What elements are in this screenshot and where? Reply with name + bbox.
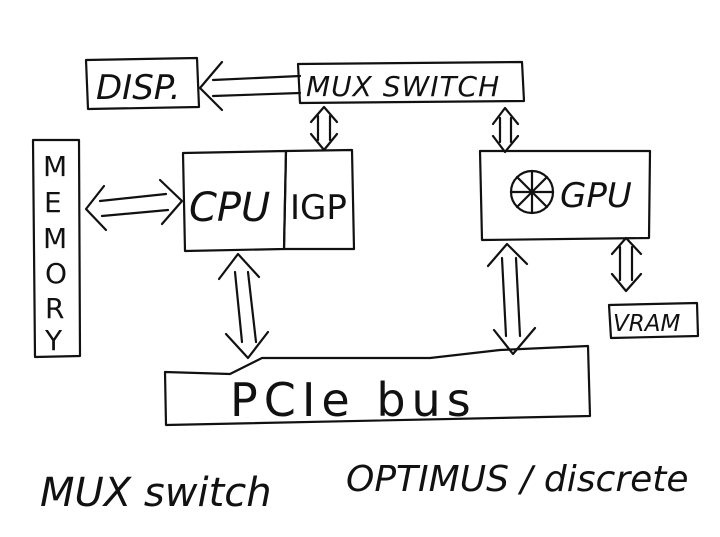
mux-switch-node: MUX SWITCH	[296, 60, 526, 105]
display-node: DISP.	[84, 56, 201, 111]
caption-mux-switch: MUX switch	[40, 470, 272, 516]
arrow-mux-to-display	[198, 60, 302, 112]
memory-letter: E	[44, 186, 62, 219]
memory-letter: M	[43, 150, 67, 183]
fan-wheel-icon	[509, 169, 555, 215]
memory-node: M E M O R Y	[31, 138, 82, 359]
arrow-gpu-vram	[610, 236, 643, 293]
mux-switch-label: MUX SWITCH	[306, 70, 500, 103]
pcie-bus-node: PCIe bus	[163, 344, 592, 427]
memory-letter: Y	[44, 324, 63, 357]
arrow-gpu-pcie	[486, 242, 537, 356]
cpu-label: CPU	[189, 185, 270, 231]
memory-letter: M	[43, 222, 67, 255]
memory-letter: R	[45, 292, 64, 325]
arrow-mux-gpu	[491, 106, 520, 154]
vram-label: VRAM	[613, 311, 680, 337]
arrow-memory-cpu	[84, 178, 184, 232]
caption-optimus-discrete: OPTIMUS / discrete	[346, 459, 689, 500]
gpu-label: GPU	[560, 176, 632, 216]
cpu-node: CPU	[181, 149, 288, 253]
display-label: DISP.	[96, 68, 180, 108]
arrow-cpu-pcie	[217, 252, 270, 360]
igp-label: IGP	[290, 188, 347, 228]
memory-letter: O	[45, 257, 67, 290]
pcie-bus-label: PCIe bus	[230, 373, 477, 427]
vram-node: VRAM	[607, 301, 700, 340]
gpu-node: GPU	[478, 149, 652, 242]
igp-node: IGP	[282, 148, 356, 251]
arrow-mux-cpu	[309, 105, 339, 152]
